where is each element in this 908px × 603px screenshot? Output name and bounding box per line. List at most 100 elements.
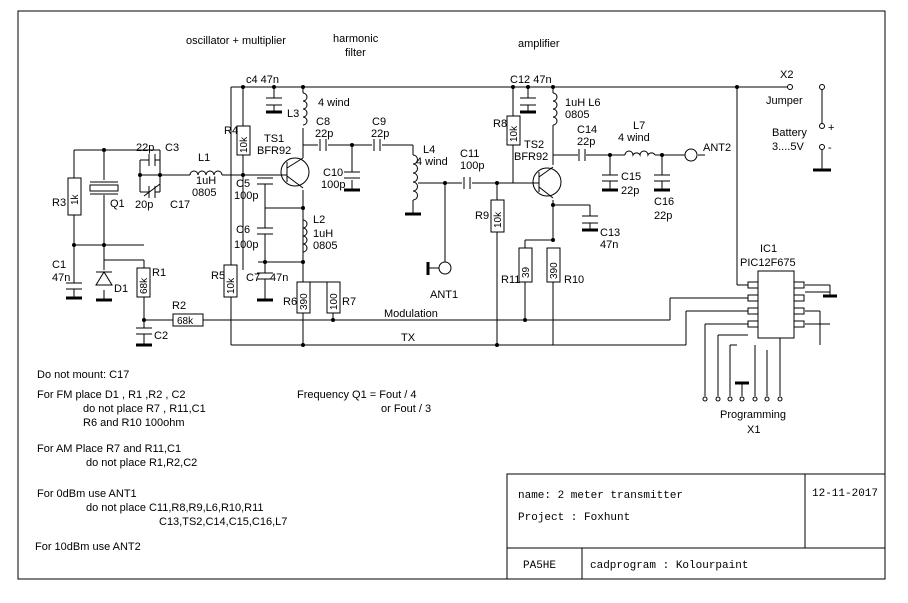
label-r6: R6 (283, 296, 297, 308)
label-ic1-type: PIC12F675 (740, 257, 796, 269)
label-battery-voltage: 3....5V (772, 141, 804, 153)
label-x1: X1 (747, 424, 760, 436)
r5-resistor (223, 264, 238, 298)
title-author: PA5HE (523, 560, 556, 572)
value-r5: 10k (226, 277, 237, 294)
note-am-do-not-place: do not place R1,R2,C2 (86, 457, 197, 469)
note-frequency: Frequency Q1 = Fout / 4 (297, 389, 417, 401)
label-ts1-type: BFR92 (257, 145, 291, 157)
label-c9-val: 22p (371, 128, 389, 140)
note-0dbm-do-not-place: do not place C11,R8,R9,L6,R10,R11 (86, 502, 264, 514)
note-0dbm-components: C13,TS2,C14,C15,C16,L7 (159, 516, 287, 528)
d1-diode (95, 271, 113, 286)
label-r10: R10 (564, 274, 584, 286)
value-r3: 1k (70, 193, 81, 205)
r7-resistor (326, 281, 341, 314)
value-r10: 390 (549, 262, 560, 279)
label-jumper: Jumper (766, 95, 803, 107)
title-cadprogram: cadprogram : Kolourpaint (590, 560, 748, 572)
label-r4: R4 (224, 125, 238, 137)
title-date: 12-11-2017 (812, 488, 878, 500)
label-battery-minus: - (828, 142, 832, 154)
label-l4: L4 (423, 144, 435, 156)
label-tx: TX (401, 332, 416, 344)
l6-inductor (552, 92, 558, 126)
r10-resistor (546, 247, 561, 283)
value-r8: 10k (509, 125, 520, 142)
label-l3: L3 (287, 108, 299, 120)
section-amplifier: amplifier (518, 38, 560, 50)
label-c2: C2 (154, 330, 168, 342)
label-c6-val: 100p (234, 239, 258, 251)
label-c11: C11 (460, 148, 479, 160)
label-r5: R5 (211, 270, 225, 282)
label-c1-val: 47n (52, 272, 70, 284)
wiring (66, 86, 837, 396)
note-fm-place: For FM place D1 , R1 ,R2 , C2 (37, 389, 186, 401)
label-r9: R9 (475, 210, 489, 222)
label-l1-val: 1uH (196, 175, 216, 187)
label-l2: L2 (313, 214, 325, 226)
section-filter-line1: harmonic (333, 33, 379, 45)
label-ts2: TS2 (524, 139, 544, 151)
label-c5: C5 (236, 178, 250, 190)
label-l1-pkg: 0805 (192, 187, 216, 199)
label-r1: R1 (152, 267, 166, 279)
ant2-connector (684, 148, 698, 162)
label-modulation: Modulation (384, 308, 438, 320)
label-l7-wind: 4 wind (618, 132, 650, 144)
value-r6: 390 (299, 293, 310, 310)
label-l6-val: 1uH L6 (565, 97, 600, 109)
label-c8: C8 (316, 116, 330, 128)
label-battery: Battery (772, 127, 807, 139)
label-c7: C7 (246, 272, 260, 284)
title-block: name: 2 meter transmitter Project : Foxh… (506, 473, 886, 580)
l4-inductor (412, 154, 418, 201)
l2-inductor (302, 219, 308, 253)
component-labels: c4 47n C12 47n X2 Jumper Battery 3....5V… (52, 69, 834, 436)
r11-resistor (518, 247, 533, 283)
label-c11-val: 100p (460, 160, 484, 172)
note-am-place: For AM Place R7 and R11,C1 (37, 443, 181, 455)
value-r1: 68k (139, 277, 150, 294)
label-c6: C6 (236, 224, 250, 236)
label-r2: R2 (172, 300, 186, 312)
ts2-transistor (532, 167, 562, 197)
title-project: Project : Foxhunt (518, 512, 630, 524)
label-battery-plus: + (828, 122, 834, 134)
l7-inductor (624, 150, 656, 157)
value-r11: 39 (521, 266, 532, 278)
label-l6-pkg: 0805 (565, 109, 589, 121)
label-c14-val: 22p (577, 136, 595, 148)
label-d1: D1 (114, 283, 128, 295)
r8-resistor (506, 115, 521, 146)
label-c12: C12 47n (510, 74, 552, 86)
label-l4-wind: 4 wind (416, 156, 448, 168)
note-do-not-mount: Do not mount: C17 (37, 369, 129, 381)
title-name: name: 2 meter transmitter (518, 490, 683, 502)
label-c10-val: 100p (321, 179, 345, 191)
ant1-connector (438, 261, 452, 275)
component-symbols (66, 84, 825, 402)
value-r4: 10k (239, 136, 250, 153)
r4-resistor (236, 125, 251, 156)
label-c16: C16 (654, 196, 674, 208)
label-c13-val: 47n (600, 239, 618, 251)
label-ant1: ANT1 (430, 289, 458, 301)
note-fm-r6-r10: R6 and R10 100ohm (83, 417, 185, 429)
label-c5-val: 100p (234, 190, 258, 202)
label-l3-wind: 4 wind (318, 97, 350, 109)
ts1-transistor (280, 157, 310, 187)
label-q1: Q1 (110, 198, 125, 210)
label-c10: C10 (323, 167, 343, 179)
label-c16-val: 22p (654, 210, 672, 222)
r1-resistor (136, 267, 151, 298)
value-r2: 68k (177, 316, 194, 327)
label-ic1: IC1 (760, 243, 777, 255)
label-c14: C14 (577, 124, 597, 136)
label-r7: R7 (342, 296, 356, 308)
label-l2-val: 1uH (313, 228, 333, 240)
label-ts2-type: BFR92 (514, 151, 548, 163)
label-c8-val: 22p (315, 128, 333, 140)
